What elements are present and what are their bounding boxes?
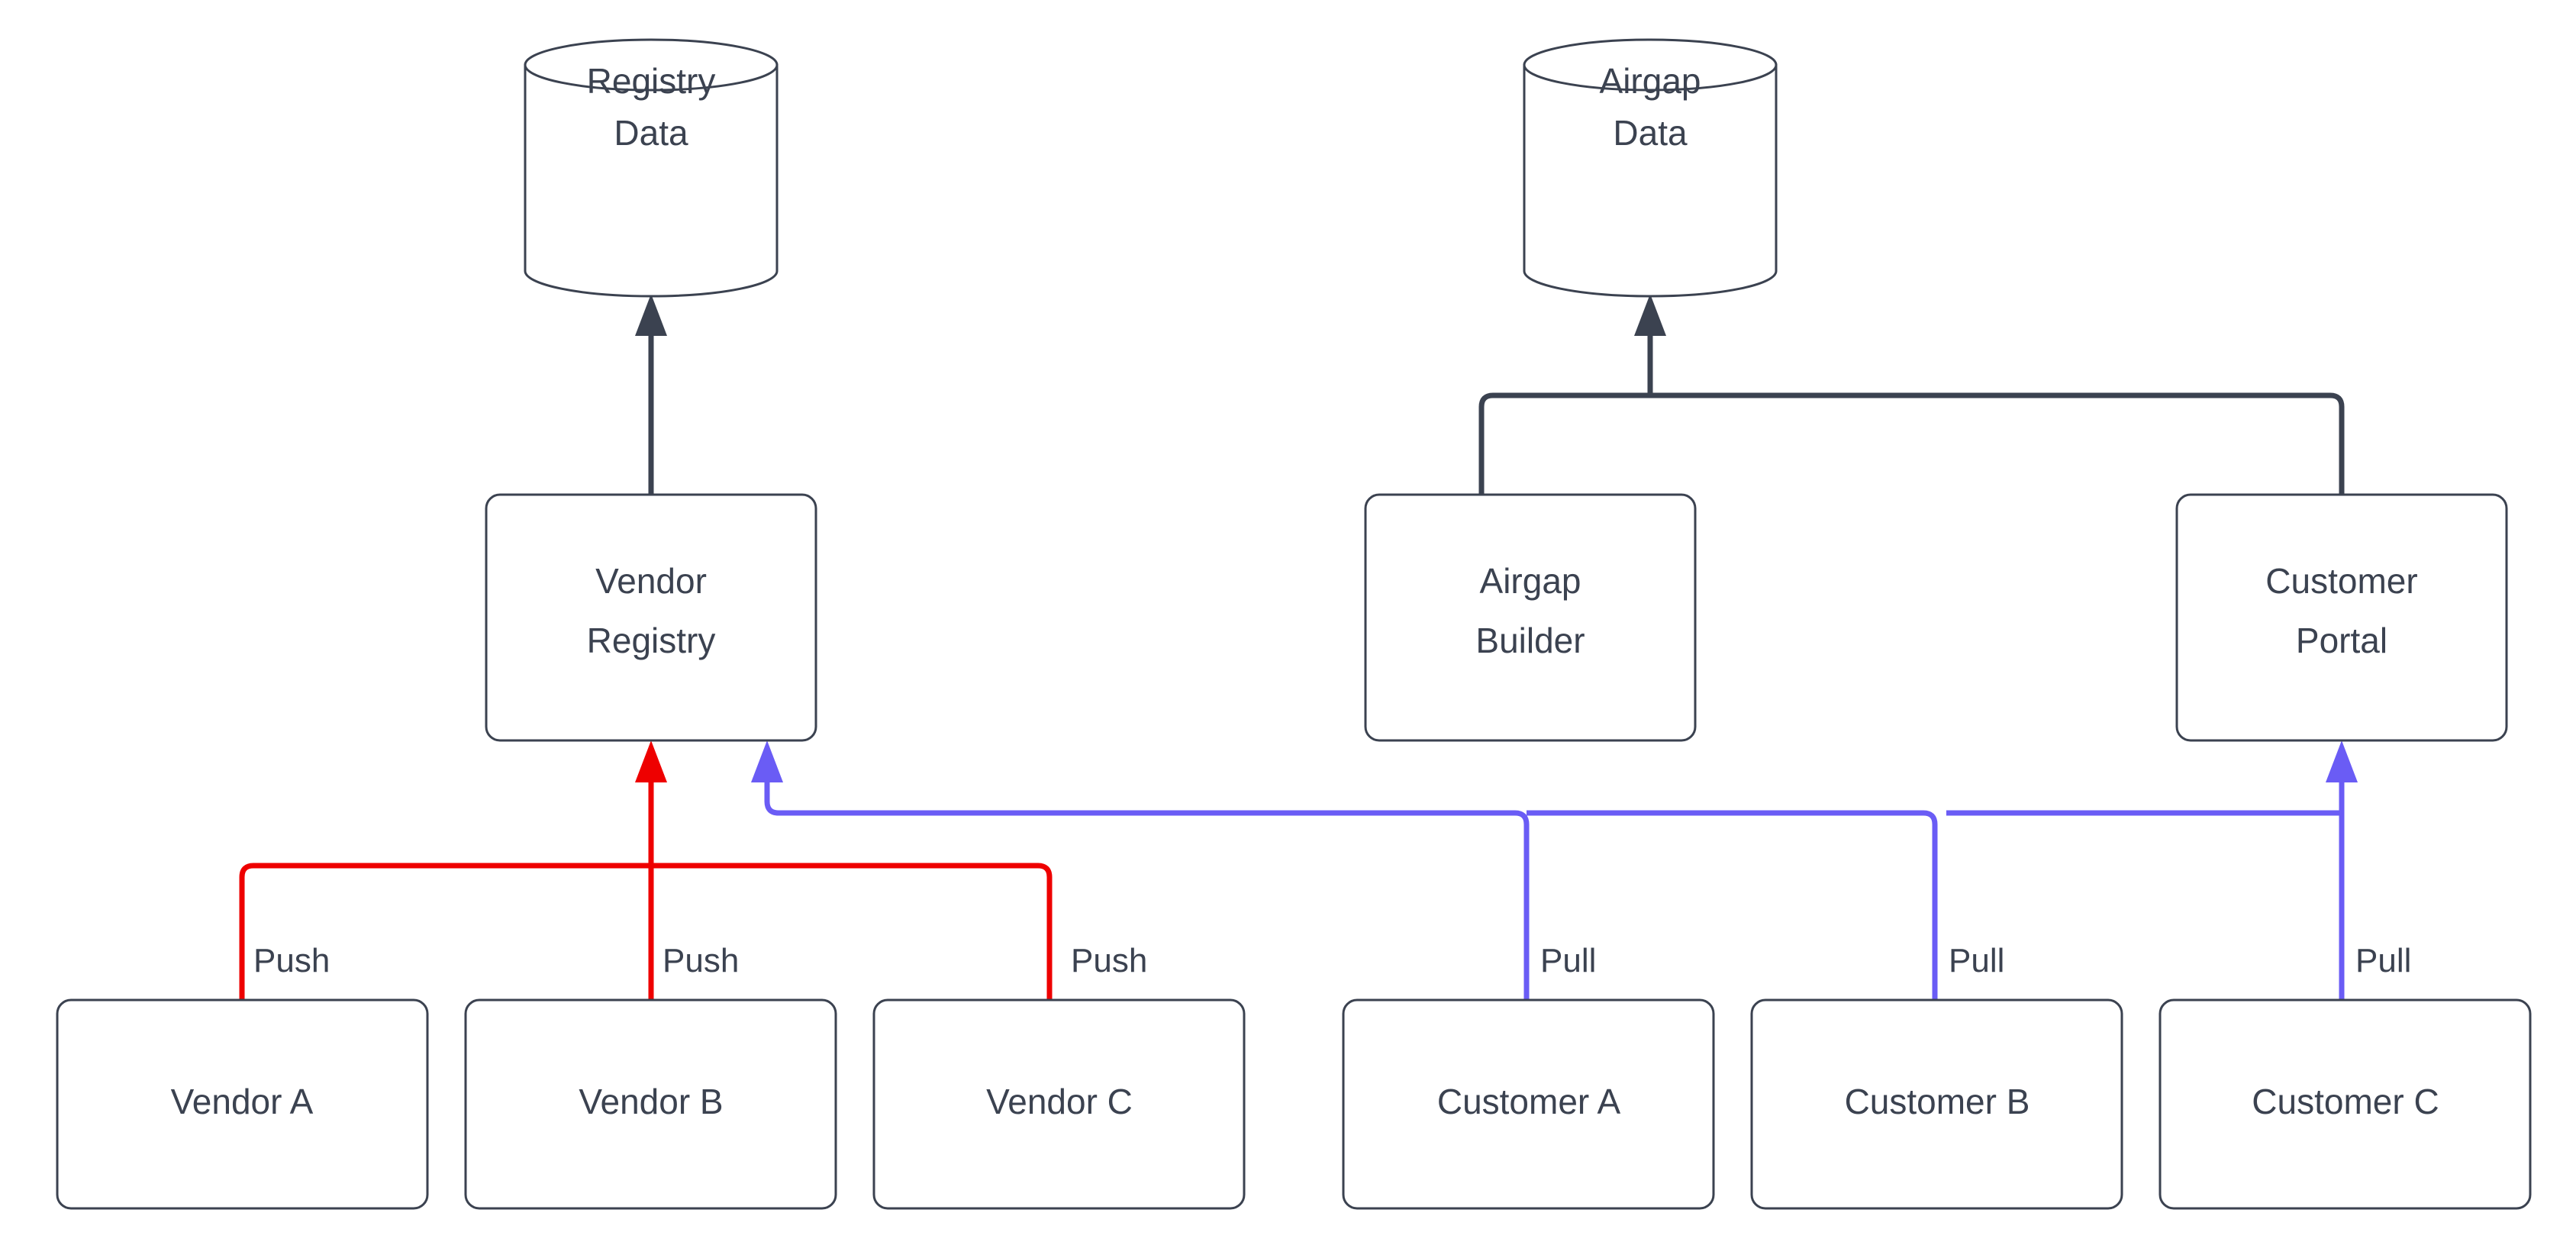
airgap-data-label-line1: Airgap (1600, 61, 1701, 101)
edge-customer-c-pull (1946, 740, 2358, 1000)
edge-push-trunk-to-vendor-registry (635, 740, 667, 866)
node-registry-data[interactable]: Registry Data (524, 38, 779, 298)
node-vendor-c[interactable]: Vendor C (872, 998, 1246, 1210)
vendor-registry-label-line2: Registry (587, 621, 716, 660)
edge-label-push-b: Push (663, 942, 739, 979)
edge-label-push-a: Push (253, 942, 330, 979)
node-airgap-builder[interactable]: Airgap Builder (1364, 493, 1697, 742)
node-customer-c[interactable]: Customer C (2158, 998, 2532, 1210)
edge-vendor-a-push (239, 863, 651, 1000)
airgap-builder-label-line1: Airgap (1480, 561, 1581, 601)
customer-b-label: Customer B (1845, 1082, 2030, 1121)
customer-a-label: Customer A (1437, 1082, 1621, 1121)
customer-portal-label-line1: Customer (2265, 561, 2417, 601)
node-customer-b[interactable]: Customer B (1750, 998, 2123, 1210)
node-vendor-a[interactable]: Vendor A (56, 998, 429, 1210)
edge-customer-a-pull (751, 740, 1530, 1000)
vendor-registry-label-line1: Vendor (595, 561, 707, 601)
edge-vendor-registry-to-registry-data (635, 294, 667, 495)
node-customer-a[interactable]: Customer A (1342, 998, 1715, 1210)
edge-airgap-builder-to-airgap-data (1478, 392, 1650, 495)
registry-data-label-line2: Data (614, 113, 688, 153)
registry-data-label-line1: Registry (587, 61, 716, 101)
edge-label-pull-c: Pull (2355, 942, 2411, 979)
edge-customer-b-pull (1527, 810, 1938, 1000)
node-airgap-data[interactable]: Airgap Data (1523, 38, 1778, 298)
vendor-b-label: Vendor B (579, 1082, 723, 1121)
node-vendor-b[interactable]: Vendor B (464, 998, 837, 1210)
customer-c-label: Customer C (2252, 1082, 2439, 1121)
vendor-c-label: Vendor C (986, 1082, 1133, 1121)
edge-label-push-c: Push (1071, 942, 1147, 979)
edge-label-pull-b: Pull (1949, 942, 2004, 979)
airgap-builder-label-line2: Builder (1475, 621, 1585, 660)
edge-label-pull-a: Pull (1540, 942, 1596, 979)
edge-customer-portal-to-airgap-data (1650, 392, 2345, 495)
node-customer-portal[interactable]: Customer Portal (2175, 493, 2508, 742)
node-vendor-registry[interactable]: Vendor Registry (485, 493, 817, 742)
edge-airgap-trunk-to-airgap-data (1634, 294, 1666, 395)
edge-vendor-c-push (651, 863, 1053, 1000)
airgap-data-label-line2: Data (1613, 113, 1688, 153)
customer-portal-label-line2: Portal (2296, 621, 2387, 660)
vendor-a-label: Vendor A (171, 1082, 314, 1121)
